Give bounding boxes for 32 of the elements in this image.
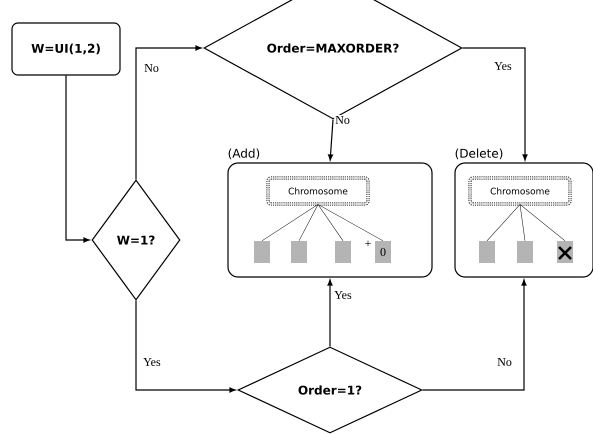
plus-sign: + bbox=[365, 240, 371, 246]
gene-square: 0 bbox=[375, 241, 391, 263]
gene-square bbox=[517, 241, 533, 263]
edge-label: Yes bbox=[494, 62, 512, 70]
connector-line bbox=[318, 204, 384, 242]
edge-label: No bbox=[336, 116, 350, 124]
connector-line bbox=[520, 204, 566, 242]
node-label: (Delete) bbox=[456, 148, 502, 160]
connector-line bbox=[262, 204, 318, 242]
arrow bbox=[135, 300, 236, 393]
connector-line bbox=[298, 204, 318, 242]
edge-label: Yes bbox=[334, 291, 352, 299]
process-box: W=UI(1,2) bbox=[11, 22, 121, 76]
chromosome-box: Chromosome bbox=[266, 176, 370, 206]
arrow bbox=[422, 279, 527, 391]
arrow bbox=[65, 76, 90, 243]
connector-line bbox=[486, 204, 520, 242]
edge-label: No bbox=[144, 64, 158, 72]
connector-line bbox=[318, 204, 344, 242]
arrow bbox=[327, 279, 333, 346]
gene-square bbox=[335, 241, 351, 263]
connector-line bbox=[520, 204, 526, 242]
chromosome-box: Chromosome bbox=[468, 176, 572, 206]
arrow bbox=[328, 120, 334, 161]
gene-square bbox=[291, 241, 307, 263]
gene-square bbox=[479, 241, 495, 263]
edge-label: Yes bbox=[143, 358, 160, 366]
gene-square bbox=[254, 241, 270, 263]
arrow bbox=[462, 47, 528, 161]
edge-label: No bbox=[498, 358, 512, 366]
arrow bbox=[135, 45, 202, 180]
node-label: (Add) bbox=[228, 148, 260, 160]
